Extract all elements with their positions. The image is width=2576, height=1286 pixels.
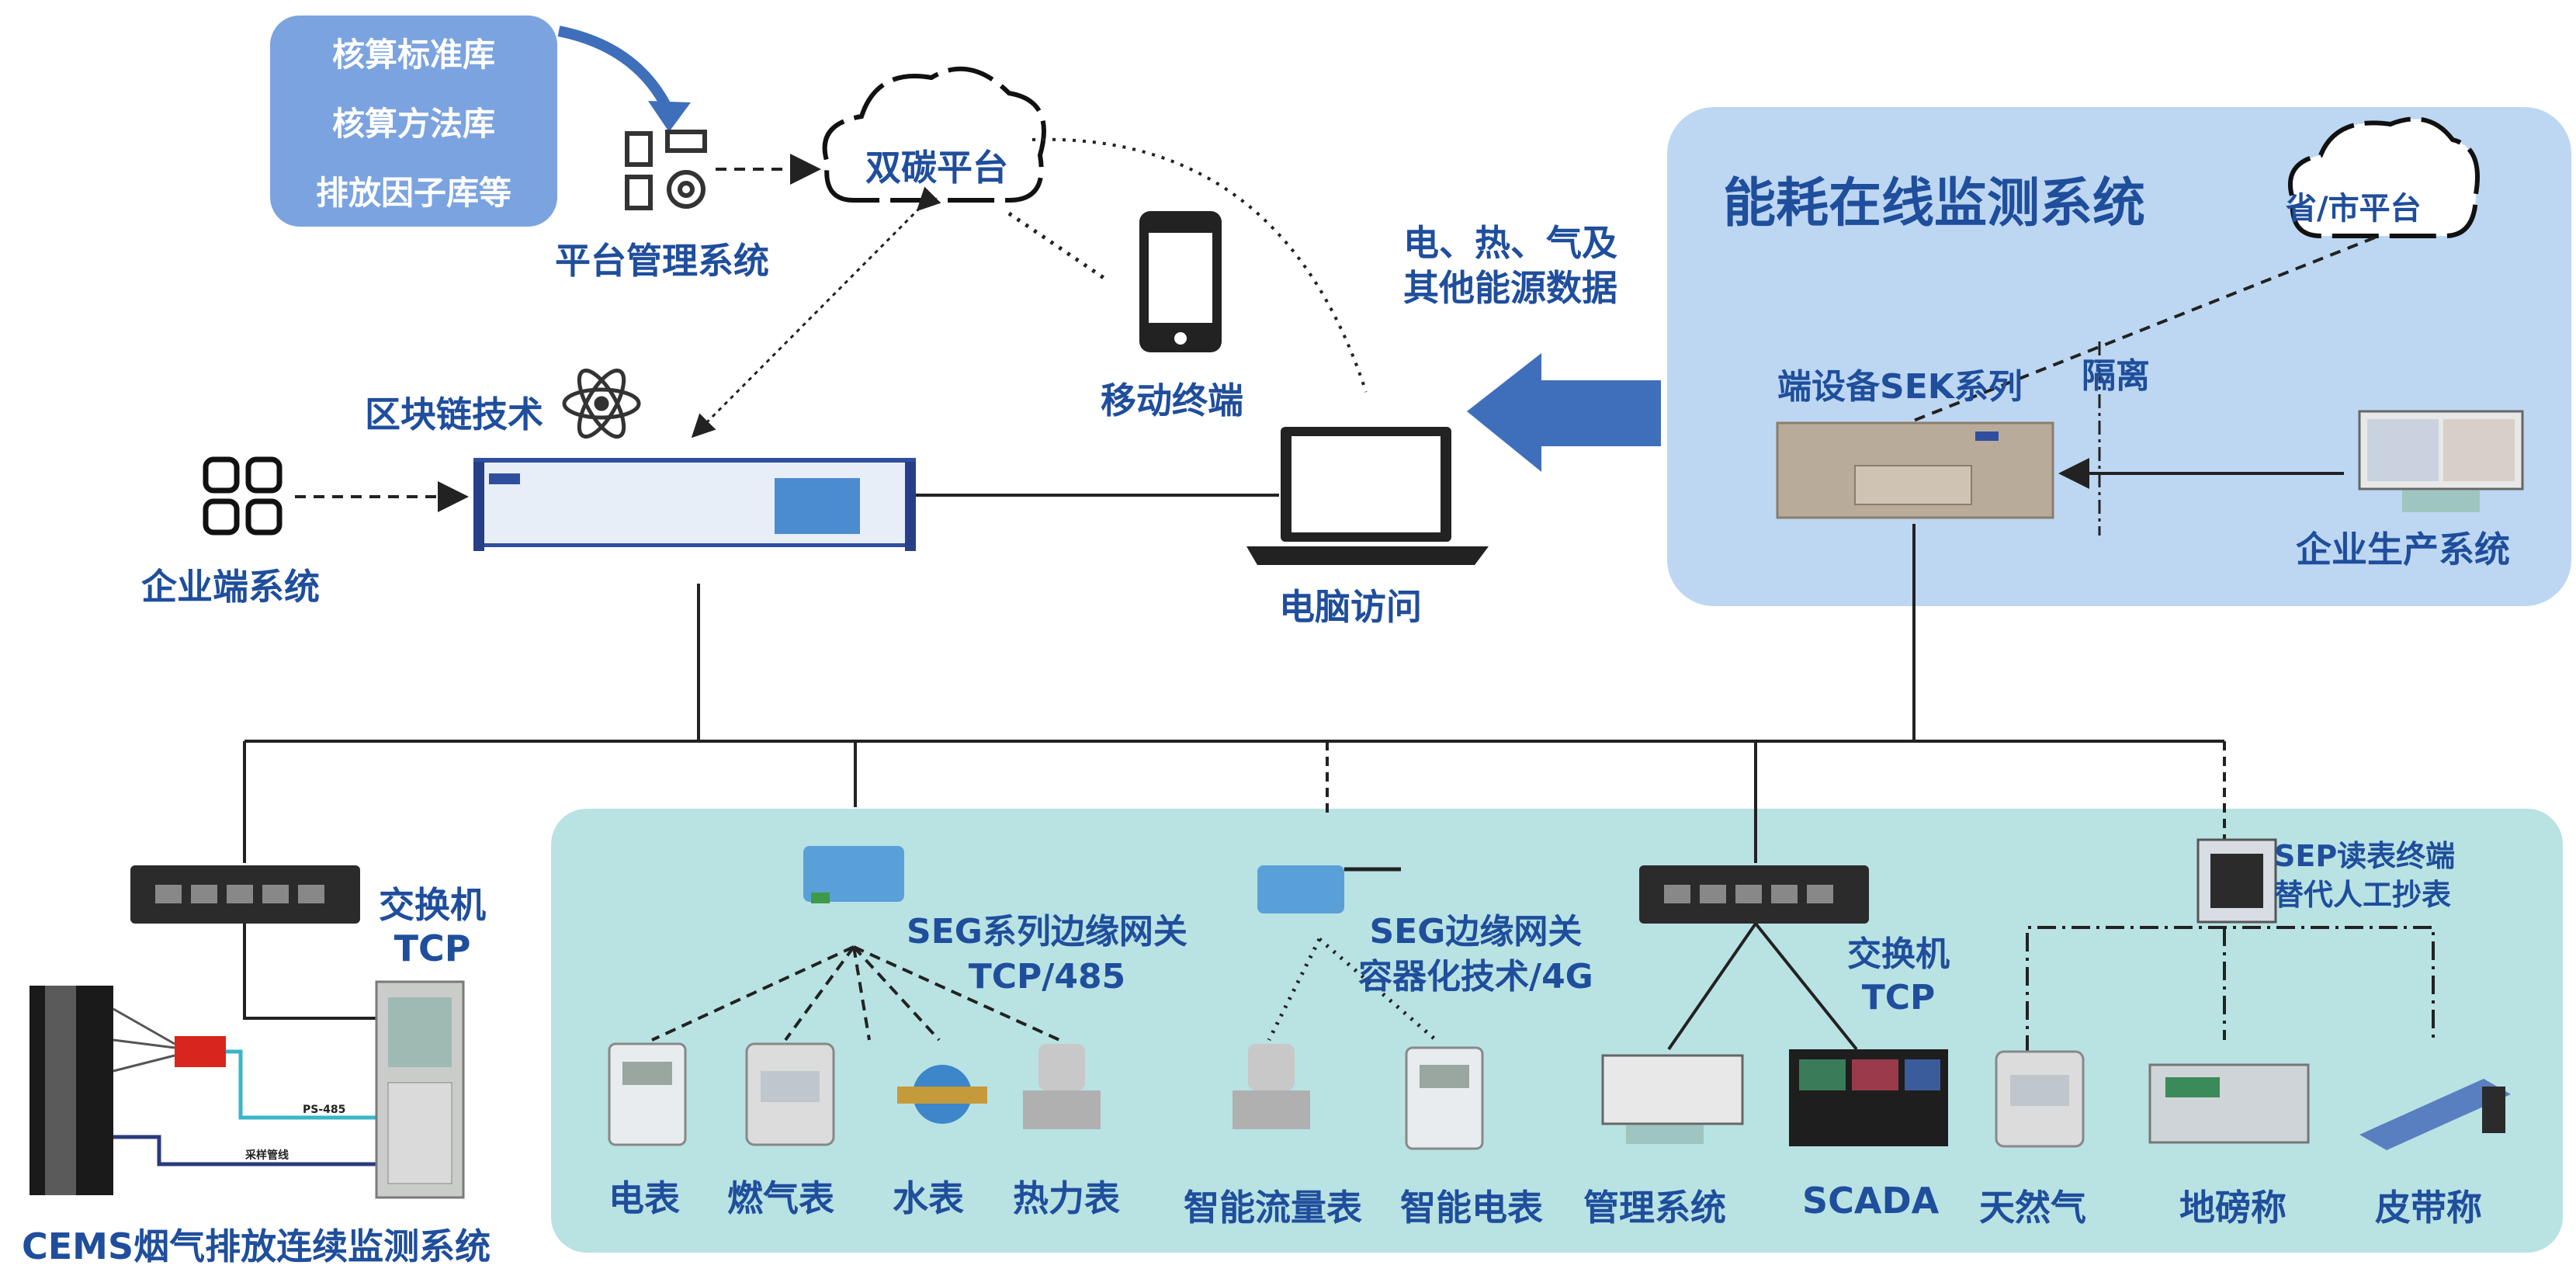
enterprise-grid-icon bbox=[203, 456, 283, 536]
sek-device-label: 端设备SEK系列 bbox=[1777, 367, 2023, 407]
province-cloud-icon bbox=[2287, 116, 2480, 238]
db-arrow-head bbox=[648, 101, 691, 132]
database-item: 核算标准库 bbox=[331, 35, 495, 74]
water-meter-icon bbox=[897, 1065, 987, 1124]
device-label-flow-meter: 智能流量表 bbox=[1184, 1187, 1362, 1229]
mobile-terminal-label: 移动终端 bbox=[1101, 380, 1243, 421]
seg-gateway-device bbox=[803, 846, 904, 903]
energy-data-line: 电、热、气及 bbox=[1403, 222, 1617, 264]
sep-terminal-device bbox=[2196, 838, 2277, 924]
device-label-electric-meter: 电表 bbox=[608, 1177, 680, 1219]
management-monitor-icon bbox=[1601, 1054, 1744, 1144]
cems-sampling-label: 采样管线 bbox=[245, 1149, 289, 1162]
database-item: 核算方法库 bbox=[331, 104, 495, 143]
seg-gateway-label: SEG系列边缘网关 TCP/485 bbox=[907, 910, 1187, 1000]
seg-container-label: SEG边缘网关 容器化技术/4G bbox=[1358, 910, 1593, 1000]
switch-label-line: TCP bbox=[394, 927, 471, 969]
switch-label-line: 交换机 bbox=[379, 884, 486, 926]
right-switch-label: 交换机 TCP bbox=[1847, 933, 1950, 1020]
device-label-heat-meter: 热力表 bbox=[1013, 1177, 1120, 1219]
switch-label-line: 交换机 bbox=[1847, 934, 1950, 974]
cems-rs485-label: PS-485 bbox=[303, 1104, 346, 1116]
right-switch bbox=[1639, 865, 1869, 924]
db-to-mgmt-arrow bbox=[557, 26, 673, 112]
flow-meter-icon bbox=[1233, 1044, 1310, 1129]
monitoring-system-title: 能耗在线监测系统 bbox=[1723, 173, 2146, 234]
device-label-weighbridge: 地磅称 bbox=[2179, 1187, 2287, 1229]
energy-data-label: 电、热、气及 其他能源数据 bbox=[1403, 220, 1617, 310]
laptop-icon bbox=[1246, 427, 1489, 565]
left-switch bbox=[130, 865, 360, 924]
cems-title: CEMS烟气排放连续监测系统 bbox=[22, 1225, 491, 1267]
sep-label-line: 替代人工抄表 bbox=[2274, 878, 2452, 912]
seg-container-line: SEG边缘网关 bbox=[1369, 912, 1583, 952]
dual-carbon-cloud-icon bbox=[822, 66, 1046, 203]
mgmt-grid-icon bbox=[625, 130, 707, 210]
database-item: 排放因子库等 bbox=[315, 173, 511, 212]
smart-meter-icon bbox=[1405, 1046, 1484, 1150]
energy-data-line: 其他能源数据 bbox=[1403, 267, 1617, 309]
gas-meter-icon bbox=[745, 1042, 835, 1146]
device-label-smart-meter: 智能电表 bbox=[1400, 1187, 1543, 1229]
sek-device bbox=[1776, 421, 2054, 519]
device-label-water-meter: 水表 bbox=[893, 1177, 964, 1219]
standards-database-box: 核算标准库 核算方法库 排放因子库等 bbox=[270, 16, 557, 227]
left-switch-label: 交换机 TCP bbox=[379, 883, 486, 970]
sep-terminal-label: SEP读表终端 替代人工抄表 bbox=[2274, 837, 2455, 914]
electric-meter-icon bbox=[608, 1042, 687, 1146]
device-label-belt-scale: 皮带称 bbox=[2375, 1187, 2482, 1229]
switch-label-line: TCP bbox=[1861, 978, 1936, 1017]
enterprise-system-label: 企业端系统 bbox=[141, 566, 320, 608]
pc-access-label: 电脑访问 bbox=[1279, 586, 1422, 628]
production-monitor-icon bbox=[2358, 410, 2524, 512]
device-label-scada: SCADA bbox=[1802, 1180, 1940, 1222]
cems-equipment bbox=[29, 980, 465, 1199]
central-server bbox=[473, 458, 916, 551]
weighbridge-icon bbox=[2148, 1063, 2310, 1144]
device-label-gas-meter: 燃气表 bbox=[727, 1177, 834, 1219]
scada-screens-icon bbox=[1789, 1049, 1948, 1146]
platform-mgmt-label: 平台管理系统 bbox=[555, 240, 769, 282]
seg-container-line: 容器化技术/4G bbox=[1358, 957, 1593, 997]
sep-label-line: SEP读表终端 bbox=[2274, 839, 2456, 873]
seg-container-device bbox=[1257, 865, 1401, 913]
province-cloud-label: 省/市平台 bbox=[2286, 191, 2422, 227]
heat-meter-icon bbox=[1023, 1044, 1101, 1129]
seg-label-line: SEG系列边缘网关 bbox=[907, 912, 1187, 952]
blockchain-label: 区块链技术 bbox=[365, 393, 543, 435]
dual-carbon-label: 双碳平台 bbox=[865, 147, 1008, 189]
production-system-label: 企业生产系统 bbox=[2296, 529, 2510, 570]
device-label-natural-gas: 天然气 bbox=[1979, 1187, 2086, 1229]
device-label-management: 管理系统 bbox=[1583, 1187, 1726, 1229]
mobile-phone-icon bbox=[1139, 211, 1222, 352]
energy-data-arrow bbox=[1467, 353, 1661, 472]
atom-icon bbox=[562, 368, 641, 439]
isolation-label: 隔离 bbox=[2082, 356, 2150, 396]
seg-label-line: TCP/485 bbox=[968, 957, 1126, 997]
belt-scale-icon bbox=[2359, 1079, 2511, 1150]
natural-gas-meter-icon bbox=[1995, 1050, 2085, 1148]
